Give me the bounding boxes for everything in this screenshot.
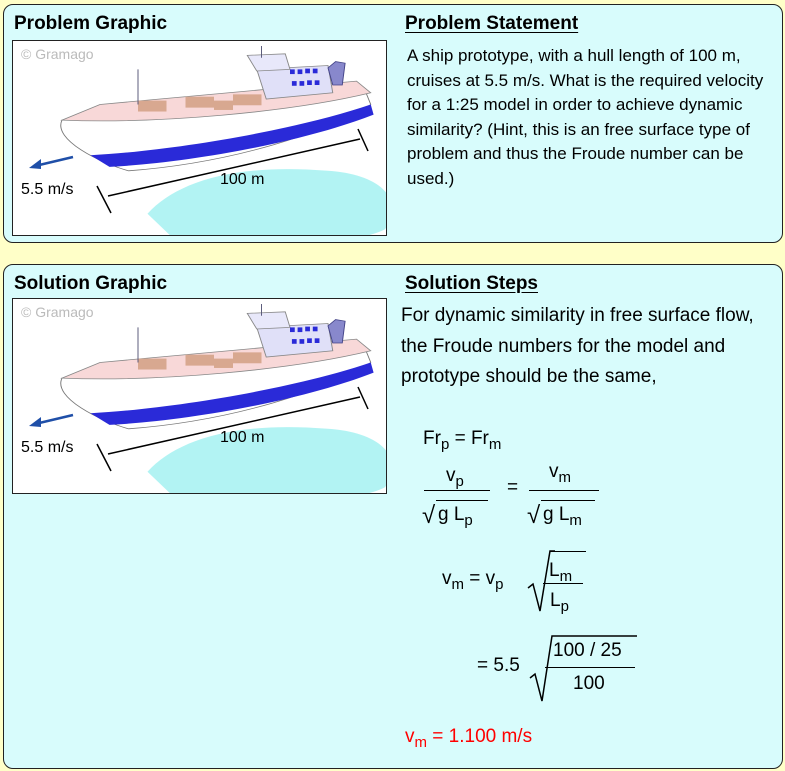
v: v (446, 465, 456, 486)
sub-m: m (569, 512, 582, 529)
sqrt-icon (529, 635, 637, 702)
solution-panel: Solution Graphic Solution Steps © Gramag… (3, 264, 783, 769)
solution-graphic-title: Solution Graphic (14, 273, 168, 294)
equals: = (507, 477, 519, 498)
length-dimension (107, 138, 361, 197)
sub-m: m (414, 734, 428, 751)
gl: g L (543, 504, 570, 525)
l: L (550, 590, 561, 611)
equals: = (469, 568, 481, 589)
froude-equality: Frp = Frm (423, 428, 502, 453)
length-label: 100 m (220, 429, 265, 446)
sub-p: p (560, 598, 569, 615)
l: L (549, 560, 560, 581)
ship-illustration (29, 303, 386, 493)
sub-m: m (451, 576, 465, 593)
problem-graphic-title: Problem Graphic (14, 13, 168, 34)
sub-m: m (488, 436, 502, 453)
solution-steps-title: Solution Steps (405, 273, 538, 294)
gl: g L (438, 504, 465, 525)
sub-p: p (455, 473, 464, 490)
v: v (485, 568, 496, 589)
length-dimension (107, 396, 361, 455)
velocity-arrow (34, 155, 74, 168)
answer: vm = 1.100 m/s (405, 726, 533, 751)
answer-value: = 1.100 m/s (427, 726, 533, 747)
problem-statement: A ship prototype, with a hull length of … (407, 46, 764, 188)
sub-m: m (559, 568, 573, 585)
sub-p: p (440, 436, 450, 453)
v: v (405, 726, 415, 747)
problem-graphic: © Gramago 5.5 m/s 100 m (12, 40, 387, 236)
velocity-arrow (34, 413, 74, 426)
copyright: © Gramago (21, 46, 94, 62)
sqrt-icon: √ (527, 502, 541, 529)
prototype-speed: 5.5 (493, 655, 520, 676)
sqrt-icon (527, 550, 555, 612)
v: v (549, 461, 559, 482)
length-label: 100 m (220, 171, 265, 188)
speed-label: 5.5 m/s (21, 439, 74, 456)
fr: Fr (423, 428, 441, 449)
solution-intro: For dynamic similarity in free surface f… (401, 305, 754, 387)
problem-statement-title: Problem Statement (405, 13, 579, 34)
sqrt-icon: √ (422, 502, 436, 529)
speed-label: 5.5 m/s (21, 181, 74, 198)
sub-p: p (464, 512, 473, 529)
sub-m: m (558, 469, 572, 486)
fr: Fr (470, 428, 489, 449)
sub-p: p (495, 576, 504, 593)
v: v (442, 568, 452, 589)
ship-illustration (29, 45, 386, 235)
equals: = (454, 428, 466, 449)
equals: = (477, 655, 489, 676)
problem-panel: Problem Graphic Problem Statement © Gram… (3, 4, 783, 243)
copyright: © Gramago (21, 304, 94, 320)
numerator: 100 / 25 (553, 640, 622, 661)
solution-graphic: © Gramago 5.5 m/s 100 m (12, 298, 387, 494)
denominator: 100 (573, 673, 605, 694)
